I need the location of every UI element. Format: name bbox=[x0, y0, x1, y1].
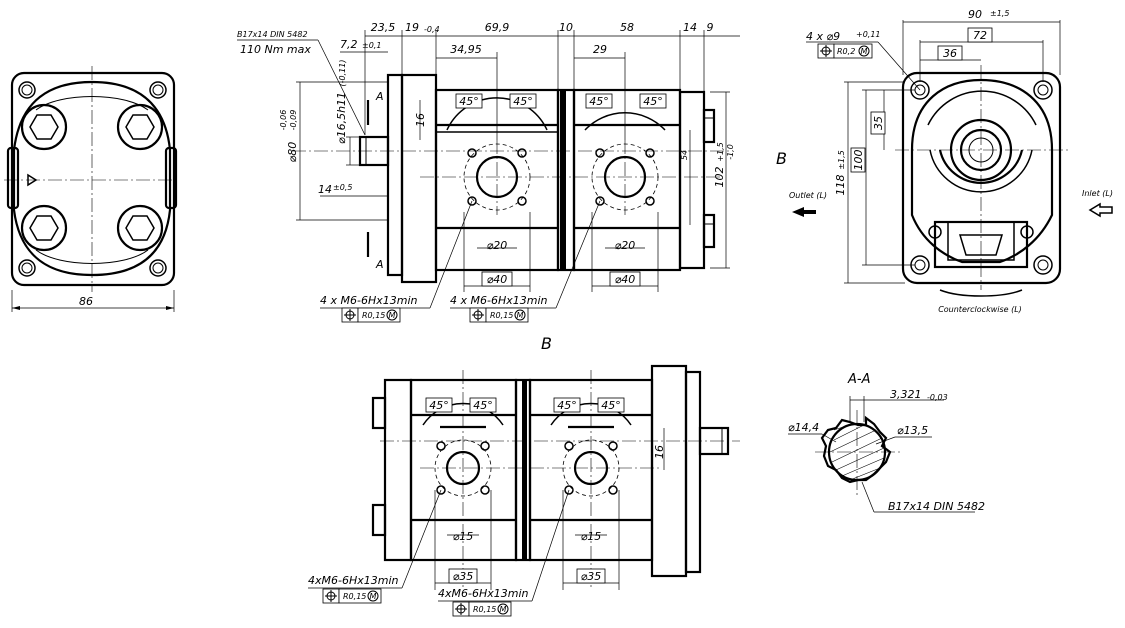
end-dim-36: 36 bbox=[943, 47, 957, 60]
height-dim: 102 bbox=[713, 167, 726, 188]
thread-label-2: 4 x M6-6Hx13min bbox=[450, 294, 548, 307]
angle-label-1: 45° bbox=[459, 95, 479, 108]
b-angle-1: 45° bbox=[429, 399, 449, 412]
b-port2-bolt: ⌀35 bbox=[581, 570, 602, 583]
pilot-tol-lo: -0,09 bbox=[289, 110, 298, 131]
end-view: Counterclockwise (L) 90 ±1,5 72 36 118 bbox=[776, 8, 1113, 314]
tol-value-1: R0,15 bbox=[362, 311, 385, 320]
bottom-view: B bbox=[308, 334, 740, 617]
angle-label-3: 45° bbox=[589, 95, 609, 108]
side-view: A A bbox=[237, 21, 740, 323]
dim-54: 54 bbox=[680, 150, 689, 160]
end-dim-100: 100 bbox=[852, 150, 865, 171]
b-tol-value-1: R0,15 bbox=[343, 592, 366, 601]
dim-10: 10 bbox=[559, 21, 573, 34]
front-width-dim: 86 bbox=[79, 295, 93, 308]
tol-mod-1: M bbox=[389, 311, 396, 320]
b-tol-value-2: R0,15 bbox=[473, 605, 496, 614]
b-angle-4: 45° bbox=[601, 399, 621, 412]
dim-7-2: 7,2 bbox=[340, 38, 358, 51]
dim-16-side: 16 bbox=[414, 113, 427, 127]
end-dim-90: 90 bbox=[968, 8, 982, 21]
height-tol-up: +1,5 bbox=[716, 142, 725, 161]
section-aa: A-A 3,321 -0,03 ⌀14,4 ⌀13,5 B17x14 DIN 5… bbox=[788, 372, 985, 513]
tol-value-2: R0,15 bbox=[490, 311, 513, 320]
dim-19: 19 bbox=[405, 21, 419, 34]
shaft-dia: ⌀16,5h11 bbox=[335, 92, 348, 144]
port1-bolt: ⌀40 bbox=[487, 273, 508, 286]
b-port1-dia: ⌀15 bbox=[453, 530, 474, 543]
b-angle-3: 45° bbox=[557, 399, 577, 412]
aa-dim-135: ⌀13,5 bbox=[897, 424, 928, 437]
hole-label: 4 x ⌀9 bbox=[806, 30, 840, 43]
section-aa-title: A-A bbox=[847, 372, 870, 387]
angle-label-2: 45° bbox=[513, 95, 533, 108]
b-tol-mod-1: M bbox=[370, 592, 377, 601]
aa-dim-3321: 3,321 bbox=[890, 388, 922, 401]
dim-7-2-tol: ±0,1 bbox=[362, 41, 381, 50]
view-b-label: B bbox=[776, 149, 787, 168]
b-port2-dia: ⌀15 bbox=[581, 530, 602, 543]
end-dim-118-tol: ±1,5 bbox=[837, 150, 846, 169]
end-dim-118: 118 bbox=[834, 175, 847, 196]
front-view: 86 bbox=[4, 66, 180, 312]
hole-tol: +0,11 bbox=[856, 30, 881, 39]
section-mark-bottom: A bbox=[375, 258, 384, 271]
aa-dim-3321-tol: -0,03 bbox=[927, 393, 948, 402]
dim-23-5: 23,5 bbox=[371, 21, 396, 34]
rotation-label: Counterclockwise (L) bbox=[938, 305, 1022, 314]
pilot-dia: ⌀80 bbox=[286, 142, 299, 163]
pilot-tol-up: -0,06 bbox=[279, 110, 288, 131]
b-thread-label-2: 4xM6-6Hx13min bbox=[438, 587, 529, 600]
end-dim-72: 72 bbox=[973, 29, 987, 42]
dim-14-left-tol: ±0,5 bbox=[333, 183, 352, 192]
aa-spline: B17x14 DIN 5482 bbox=[888, 500, 985, 513]
dim-19-tol: -0,4 bbox=[424, 25, 440, 34]
dim-14: 14 bbox=[683, 21, 697, 34]
hole-mod: M bbox=[861, 47, 868, 56]
hole-pos-tol: R0,2 bbox=[837, 47, 855, 56]
inlet-label: Inlet (L) bbox=[1082, 189, 1113, 198]
dim-9: 9 bbox=[707, 21, 714, 34]
aa-dim-144: ⌀14,4 bbox=[788, 421, 819, 434]
b-tol-mod-2: M bbox=[500, 605, 507, 614]
port2-dia: ⌀20 bbox=[615, 239, 636, 252]
dim-29: 29 bbox=[593, 43, 607, 56]
height-tol-lo: -1,0 bbox=[726, 144, 735, 160]
view-b-title: B bbox=[541, 334, 552, 353]
spline-label: B17x14 DIN 5482 bbox=[237, 30, 308, 39]
outlet-label: Outlet (L) bbox=[789, 191, 827, 200]
section-mark-top: A bbox=[375, 90, 384, 103]
b-dim-16: 16 bbox=[653, 445, 666, 459]
tol-mod-2: M bbox=[517, 311, 524, 320]
dim-58: 58 bbox=[620, 21, 634, 34]
dim-69-9: 69,9 bbox=[485, 21, 510, 34]
shaft-tol: (-0,11) bbox=[338, 60, 347, 87]
torque-label: 110 Nm max bbox=[240, 43, 311, 56]
angle-label-4: 45° bbox=[643, 95, 663, 108]
b-thread-label-1: 4xM6-6Hx13min bbox=[308, 574, 399, 587]
dim-14-left: 14 bbox=[318, 183, 332, 196]
b-angle-2: 45° bbox=[473, 399, 493, 412]
end-dim-90-tol: ±1,5 bbox=[990, 9, 1009, 18]
end-dim-35: 35 bbox=[872, 116, 885, 130]
dim-34-95: 34,95 bbox=[450, 43, 482, 56]
thread-label-1: 4 x M6-6Hx13min bbox=[320, 294, 418, 307]
b-port1-bolt: ⌀35 bbox=[453, 570, 474, 583]
port1-dia: ⌀20 bbox=[487, 239, 508, 252]
port2-bolt: ⌀40 bbox=[615, 273, 636, 286]
